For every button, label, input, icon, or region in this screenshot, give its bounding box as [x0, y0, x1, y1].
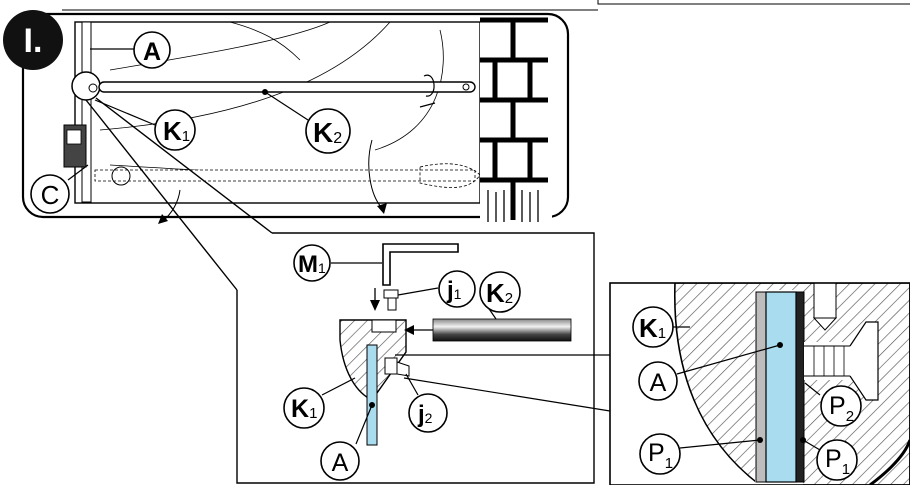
- label-a-top: [133, 31, 171, 69]
- label-c: [30, 174, 70, 214]
- label-k1-middle: [283, 387, 325, 429]
- svg-text:A: A: [650, 369, 667, 397]
- svg-text:K2: K2: [486, 278, 513, 308]
- svg-text:A: A: [143, 38, 161, 66]
- svg-text:K1: K1: [639, 313, 666, 343]
- svg-text:j2: j2: [417, 401, 433, 428]
- label-k2-middle: [479, 271, 521, 313]
- svg-text:P2: P2: [829, 392, 854, 425]
- label-p1-left: [639, 433, 681, 475]
- step-badge-label: I.: [24, 22, 43, 60]
- detail-panel-middle: [236, 232, 611, 484]
- svg-text:A: A: [332, 449, 349, 477]
- frame-top-right: [597, 0, 910, 5]
- svg-text:j1: j1: [446, 277, 462, 304]
- svg-text:K1: K1: [291, 395, 317, 423]
- brick-wall: [480, 17, 552, 223]
- label-a-middle: [320, 441, 360, 481]
- svg-text:K2: K2: [313, 117, 342, 148]
- label-p2: [820, 385, 862, 427]
- label-k1-top: [154, 109, 196, 151]
- label-a-right: [638, 361, 678, 401]
- label-m1: [293, 244, 331, 282]
- label-k1-right: [632, 306, 674, 348]
- svg-text:M1: M1: [298, 251, 326, 278]
- svg-text:C: C: [41, 180, 60, 210]
- label-j2: [408, 393, 448, 433]
- svg-text:K1: K1: [163, 116, 190, 146]
- label-j1: [438, 270, 476, 308]
- svg-text:P1: P1: [825, 445, 850, 478]
- label-p1-right: [816, 439, 858, 481]
- svg-text:P1: P1: [648, 439, 673, 472]
- label-k2-top: [305, 108, 351, 154]
- step-badge: [3, 10, 63, 70]
